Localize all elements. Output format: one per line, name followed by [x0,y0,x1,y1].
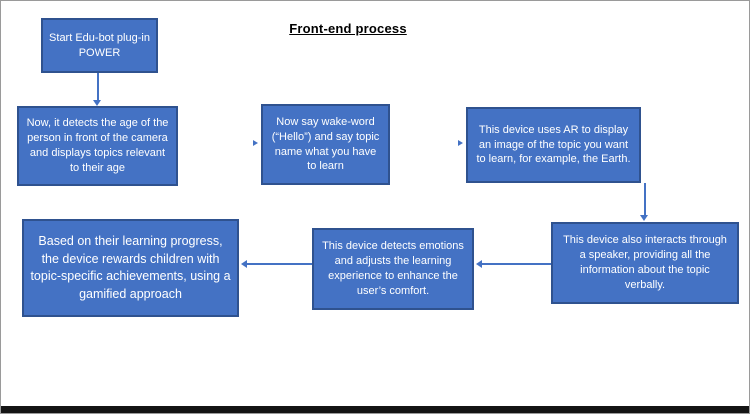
arrow-speaker-to-emotions-head-icon [476,260,482,268]
arrow-ar-display-to-speaker-head-icon [640,215,648,221]
flow-node-start-label: Start Edu-bot plug-in POWER [49,31,150,59]
arrow-wake-word-to-ar-display-head-icon [458,140,463,146]
flow-node-start: Start Edu-bot plug-in POWER [41,18,158,73]
flow-node-speaker-label: This device also interacts through a spe… [563,234,727,291]
flow-node-ar-display-label: This device uses AR to display an image … [476,123,631,166]
flow-node-speaker: This device also interacts through a spe… [551,222,739,304]
arrow-speaker-to-emotions-line [481,263,551,265]
flow-node-rewards-label: Based on their learning progress, the de… [30,234,231,301]
flow-node-detect-age: Now, it detects the age of the person in… [17,106,178,186]
flow-node-ar-display: This device uses AR to display an image … [466,107,641,183]
arrow-start-to-detect-age-head-icon [93,100,101,106]
flow-node-emotions-label: This device detects emotions and adjusts… [322,240,464,297]
bottom-edge-bar [1,406,749,413]
arrow-detect-age-to-wake-word-head-icon [253,140,258,146]
flow-node-rewards: Based on their learning progress, the de… [22,219,239,317]
flow-node-detect-age-label: Now, it detects the age of the person in… [26,117,169,174]
page-title: Front-end process [289,21,407,36]
flow-node-emotions: This device detects emotions and adjusts… [312,228,474,310]
flow-node-wake-word: Now say wake-word (“Hello”) and say topi… [261,104,390,185]
flow-node-wake-word-label: Now say wake-word (“Hello”) and say topi… [271,115,380,173]
arrow-emotions-to-rewards-head-icon [241,260,247,268]
arrow-ar-display-to-speaker-line [644,183,646,216]
arrow-start-to-detect-age-line [97,73,99,101]
arrow-emotions-to-rewards-line [246,263,312,265]
